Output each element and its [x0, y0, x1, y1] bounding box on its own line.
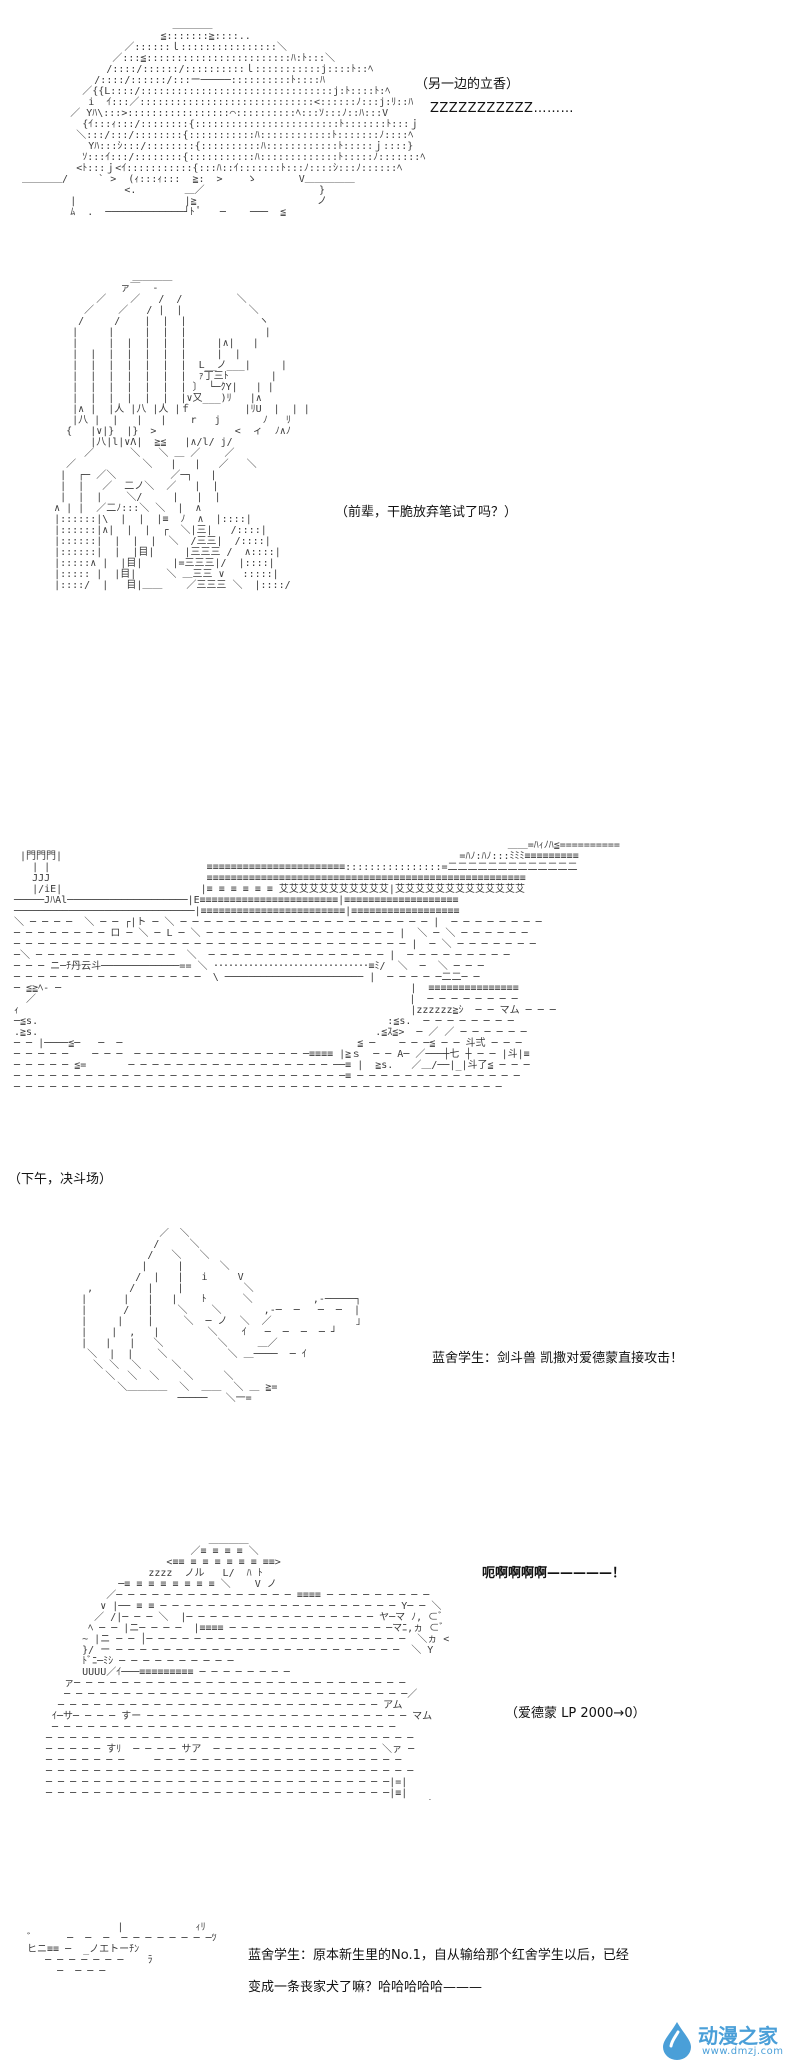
watermark-title: 动漫之家: [698, 2024, 778, 2048]
panel3-caption: （下午，决斗场）: [8, 1172, 113, 1187]
ascii-art-duel-arena: ＿＿=ﾊｨﾉﾊ≦========== |門門門| =ﾊﾉ:ﾊﾉ:::ﾐﾐﾐ≡≡≡…: [14, 840, 620, 1093]
panel6-dialogue-line1: 蓝舍学生：原本新生里的No.1，自从输给那个红舍学生以后，已经: [248, 1948, 629, 1963]
ascii-art-mocking-student: | ｨﾘ ゛ ─ ─ ─ ─ ─ ─ ─ ─ ─ ─ ─ﾂ ヒニ≡≡ ─ _ノエ…: [27, 1922, 217, 1977]
panel5-scream-text: 呃啊啊啊啊—————！: [482, 1566, 626, 1581]
ascii-art-standing-figure: ＿＿＿＿ ァ￣ ‐ ／ ／ / / ＼ ／ ／ / | | ＼ / / | | …: [54, 272, 310, 591]
panel1-caption: （另一边的立香）: [415, 77, 520, 92]
panel1-snore-text: ZZZZZZZZZZZ………: [430, 101, 574, 116]
panel5-lp-caption: （爱德蒙 LP 2000→0）: [505, 1706, 646, 1721]
panel4-caption: 蓝舍学生：剑斗兽 凯撒对爱德蒙直接攻击！: [432, 1351, 684, 1366]
panel2-caption: （前辈，干脆放弃笔试了吗？）: [335, 505, 518, 520]
ascii-art-collapsing-figure: ＿＿＿＿ ／≡ ≡ ≡ ≡ ＼ <≡≡ ≡ ≡ ≡ ≡ ≡ ≡ ≡≡> zzzz…: [46, 1535, 450, 1800]
watermark: 动漫之家 www.dmzj.com: [660, 2018, 795, 2062]
water-drop-logo-icon: [663, 2022, 691, 2060]
watermark-url: www.dmzj.com: [702, 2046, 784, 2057]
panel6-dialogue-line2: 变成一条丧家犬了嘛？哈哈哈哈哈———: [248, 1980, 483, 1995]
ascii-art-sleeping-figure: ＿＿＿＿ ≦:::::::≧::::.. ／::::::ｌ:::::::::::…: [22, 20, 426, 218]
ascii-art-pointing-arm: ／￣＼ / ＼ / ＼ ＼ | | ＼ / | | i V , / | | ＼ …: [81, 1228, 362, 1404]
